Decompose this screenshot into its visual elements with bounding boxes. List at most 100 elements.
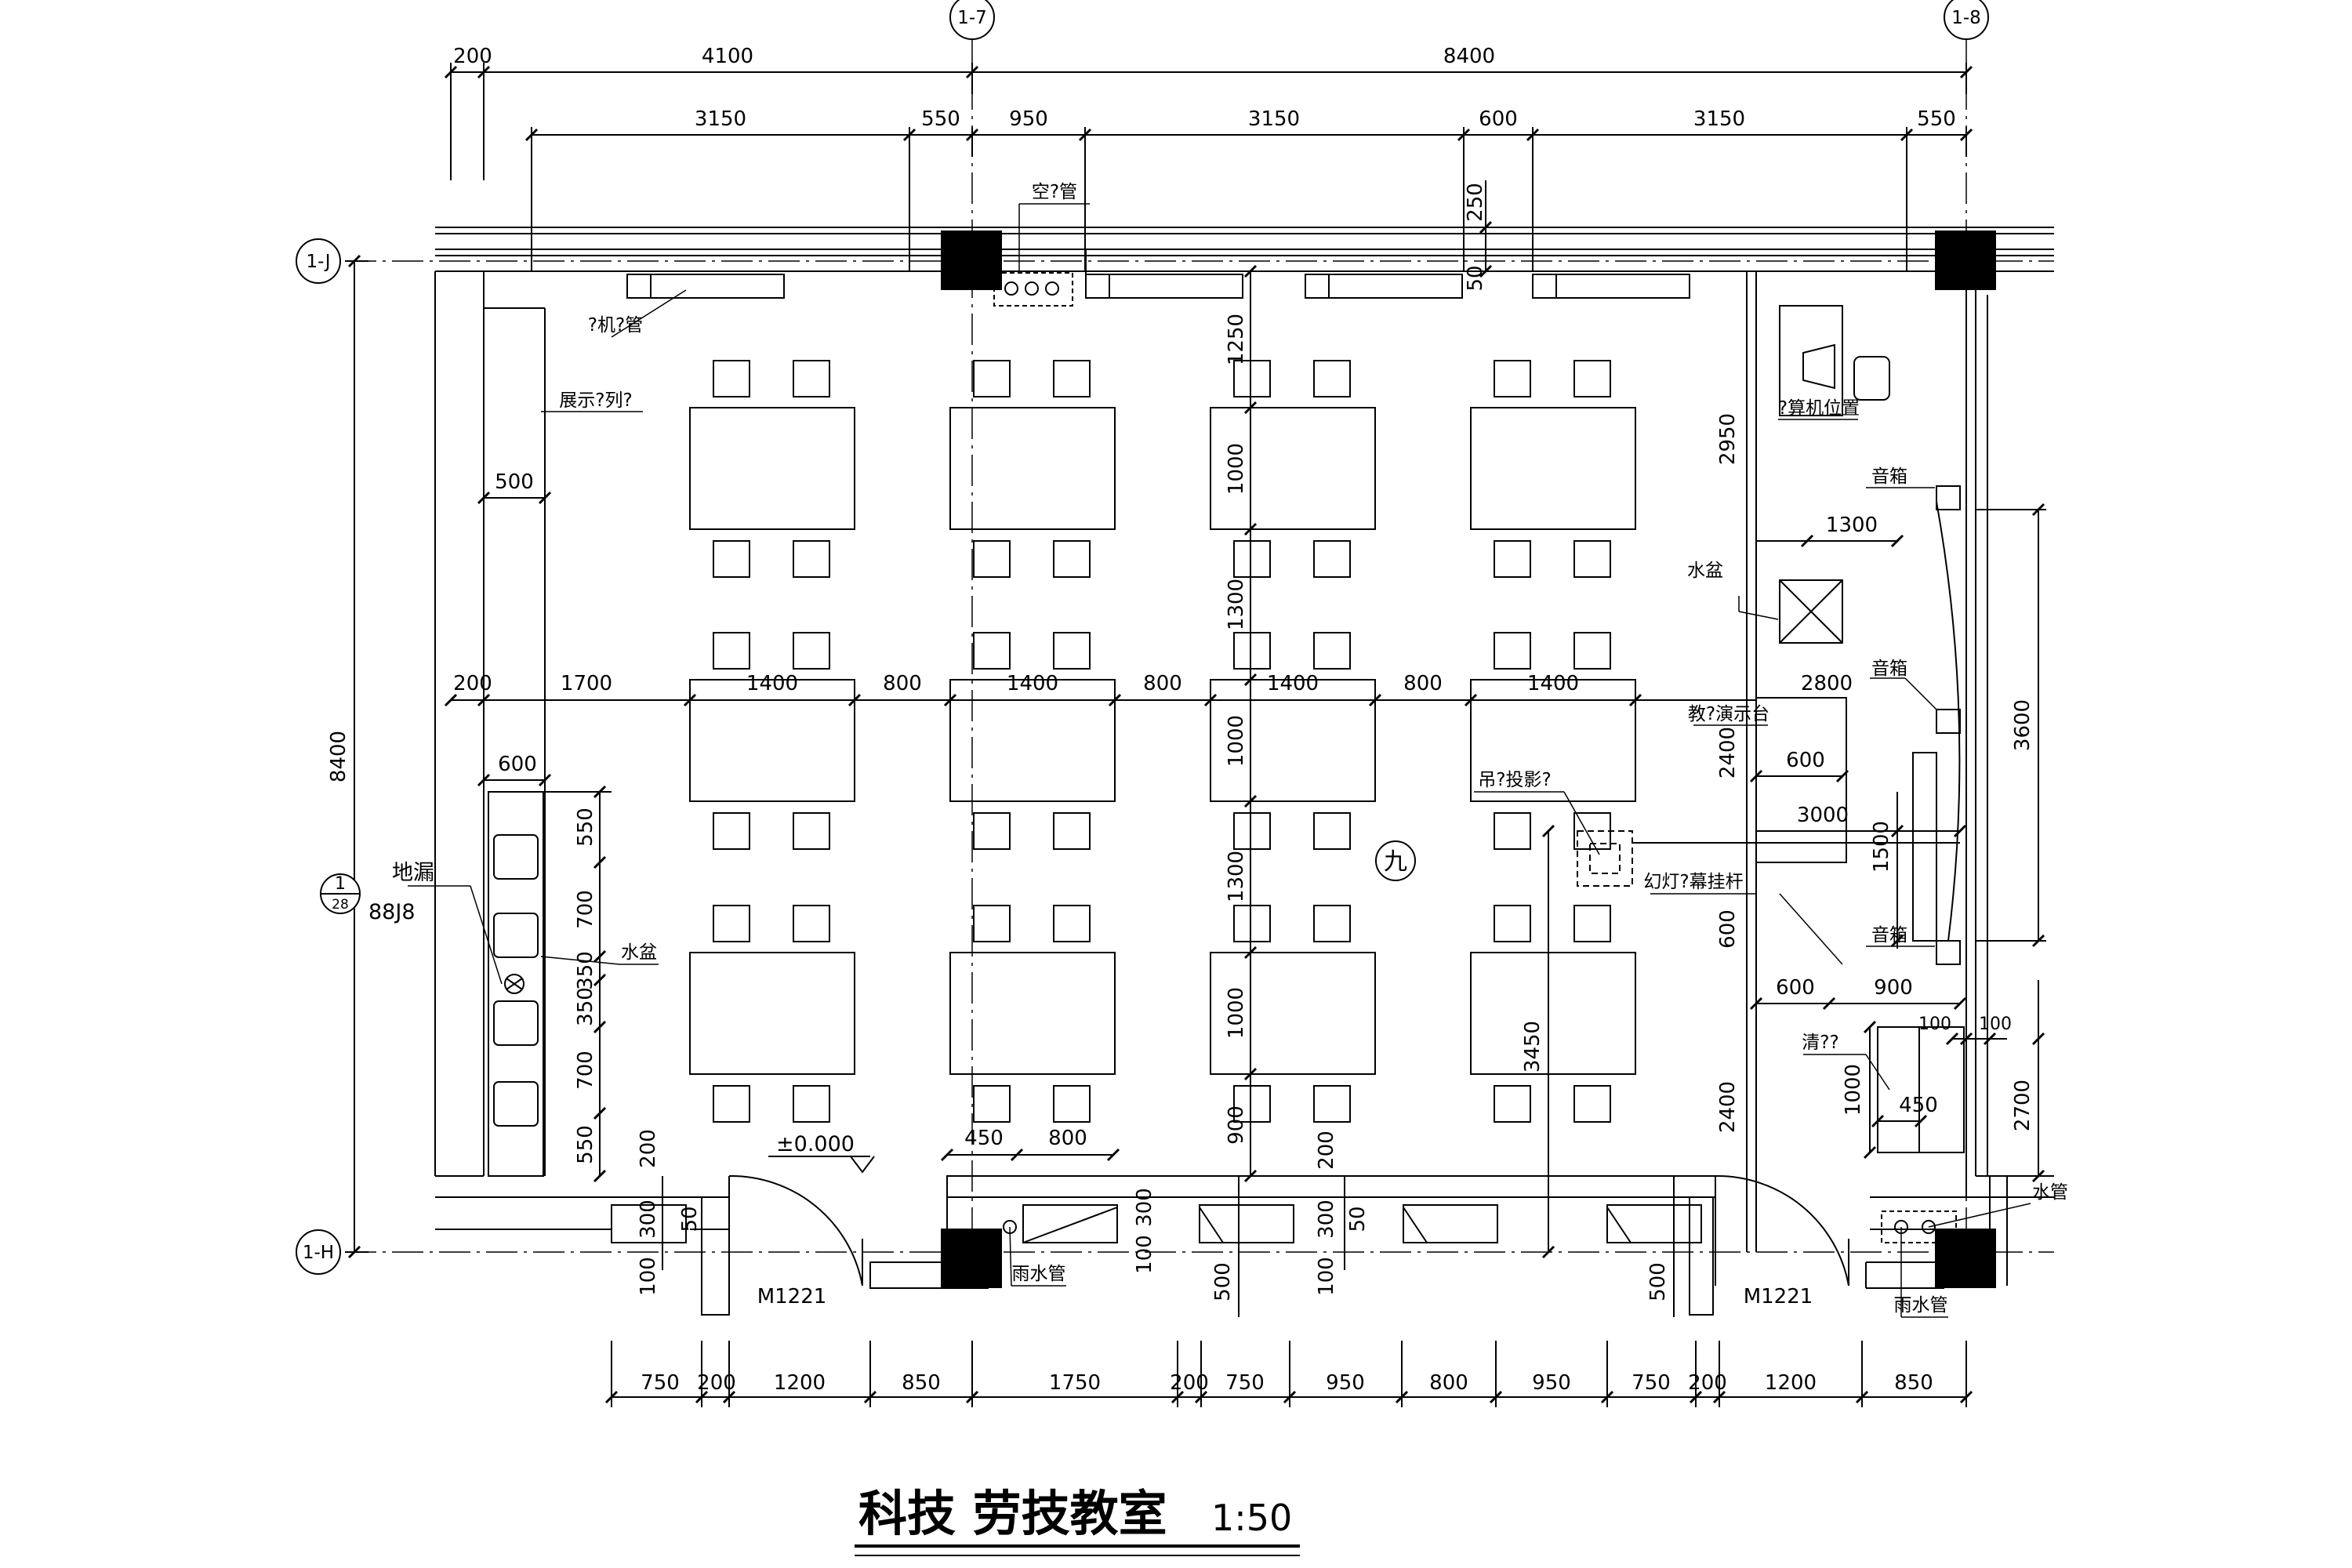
dim-300a: 300	[637, 1200, 660, 1239]
dim-3000: 3000	[1797, 804, 1849, 827]
dim-col-5: 1000	[1225, 987, 1248, 1039]
dim-bottom-6: 750	[1225, 1371, 1265, 1395]
dim-500: 500	[495, 470, 534, 494]
dim-left-total: 8400	[327, 731, 350, 782]
misc-dimension-text: 500 600 250 50 2950 1300 3600 2400 600 3…	[495, 183, 2034, 1301]
wall-units	[626, 249, 1690, 307]
dim-col-4: 1300	[1225, 851, 1248, 902]
room-number: 九	[1384, 848, 1407, 876]
axis-bubble-1-7: 1-7	[949, 0, 995, 40]
detail-sheet: 28	[332, 897, 349, 913]
dim-mid-3: 800	[883, 672, 922, 695]
dim-sink-5: 550	[574, 1125, 597, 1164]
dim-top1-0: 200	[453, 45, 492, 68]
dim-900: 900	[1874, 976, 1913, 1000]
teacher-zone	[1577, 305, 1965, 1243]
title-underline	[855, 1544, 1300, 1556]
tables	[689, 360, 1636, 1123]
label-speaker-2: 音箱	[1871, 659, 1907, 679]
dim-mid-0: 200	[453, 672, 492, 695]
axis-label: 1-J	[307, 252, 331, 272]
dim-200a: 200	[637, 1129, 660, 1168]
dim-mid-7: 800	[1403, 672, 1443, 695]
dim-top2-4: 600	[1479, 107, 1518, 131]
dim-sink-4: 700	[574, 1051, 597, 1090]
display-cabinet	[484, 307, 546, 1176]
bottom-cabinets	[611, 1204, 1702, 1243]
dim-2400a: 2400	[1716, 727, 1740, 779]
dim-mid-6: 1400	[1267, 672, 1319, 695]
dim-200b: 200	[1315, 1131, 1338, 1170]
dim-600b: 600	[1786, 749, 1825, 772]
dim-top1-1: 4100	[702, 45, 753, 68]
dim-500b: 500	[1211, 1262, 1235, 1301]
dim-bottom-7: 950	[1326, 1371, 1365, 1395]
label-speaker-1: 音箱	[1871, 466, 1907, 487]
dim-1000: 1000	[1842, 1064, 1865, 1116]
dim-100c: 100	[637, 1257, 660, 1296]
sink-counter	[488, 791, 544, 1177]
dim-bottom-11: 200	[1688, 1371, 1727, 1395]
dim-1500: 1500	[1870, 821, 1893, 873]
dimension-chain-top-1: 200 4100 8400	[444, 45, 1973, 180]
doors	[728, 1174, 1849, 1287]
label-machine-pipe: ?机?管	[588, 315, 643, 336]
drawing-scale: 1:50	[1211, 1497, 1292, 1539]
dimension-left-total: 8400	[327, 254, 368, 1259]
dim-col-1: 1000	[1225, 443, 1248, 495]
dim-bottom-10: 750	[1632, 1371, 1671, 1395]
dim-top1-2: 8400	[1443, 45, 1495, 68]
dim-bottom-9: 950	[1532, 1371, 1571, 1395]
label-rain-pipe-right: 雨水管	[1894, 1295, 1948, 1316]
dim-2400b: 2400	[1716, 1081, 1740, 1133]
dim-3450: 3450	[1521, 1021, 1544, 1073]
level-marker	[768, 1156, 875, 1174]
dim-mid-9: 2800	[1801, 672, 1853, 695]
misc-dimension-lines	[477, 180, 2046, 1317]
dim-3600: 3600	[2011, 699, 2034, 751]
dim-top2-3: 3150	[1248, 107, 1300, 131]
dim-top2-6: 550	[1917, 107, 1956, 131]
dimension-chain-col: 1250 1000 1300 1000 1300 1000 900	[1225, 264, 1258, 1183]
dim-100e: 100	[1315, 1257, 1338, 1296]
dim-100b: 100	[1979, 1014, 2012, 1034]
dimension-chain-bottom: 750 200 1200 850 1750 200 750 950 800 95…	[604, 1341, 1973, 1407]
axis-bubble-1-8: 1-8	[1944, 0, 1989, 40]
dim-600d: 600	[1776, 976, 1815, 1000]
label-leaders	[408, 203, 2031, 1318]
detail-number: 1	[335, 874, 346, 894]
dim-mid-4: 1400	[1007, 672, 1058, 695]
label-screen: 幻灯?幕挂杆	[1643, 872, 1743, 892]
dim-mid-1: 1700	[561, 672, 612, 695]
label-door-right: M1221	[1744, 1285, 1813, 1308]
label-floor-drain: 地漏	[392, 861, 434, 885]
page-title: 科技 劳技教室	[858, 1485, 1167, 1542]
label-rain-pipe-left: 雨水管	[1012, 1264, 1066, 1284]
dimension-chain-mid: 200 1700 1400 800 1400 800 1400 800 1400…	[444, 672, 1853, 707]
axis-bubble-1-H: 1-H	[296, 1229, 341, 1275]
dim-50: 50	[1464, 265, 1487, 291]
label-basin-right: 水盆	[1687, 561, 1723, 581]
dim-800b: 800	[1048, 1127, 1087, 1150]
dimension-chain-top-2: 3150 550 950 3150 600 3150 550	[524, 107, 1973, 227]
drawing-title: 科技 劳技教室 1:50	[858, 1485, 1292, 1542]
floor-level: ±0.000	[776, 1132, 855, 1156]
dim-sink-1: 700	[574, 890, 597, 929]
dim-bottom-8: 800	[1429, 1371, 1468, 1395]
dim-mid-8: 1400	[1527, 672, 1579, 695]
room-number-bubble: 九	[1375, 840, 1416, 881]
dim-500c: 500	[1646, 1262, 1670, 1301]
dim-bottom-0: 750	[641, 1371, 680, 1395]
dim-bottom-4: 1750	[1049, 1371, 1101, 1395]
label-basin-left: 水盆	[621, 942, 657, 963]
dim-top2-5: 3150	[1693, 107, 1745, 131]
label-ac-pipe: 空?管	[1032, 182, 1077, 202]
dim-sink-3: 350	[574, 987, 597, 1026]
dim-col-2: 1300	[1225, 579, 1248, 630]
dim-450: 450	[1899, 1094, 1938, 1117]
dim-top2-0: 3150	[695, 107, 746, 131]
dim-bottom-13: 850	[1894, 1371, 1933, 1395]
label-cleaning: 清??	[1802, 1033, 1838, 1053]
dim-sink-0: 550	[574, 808, 597, 847]
